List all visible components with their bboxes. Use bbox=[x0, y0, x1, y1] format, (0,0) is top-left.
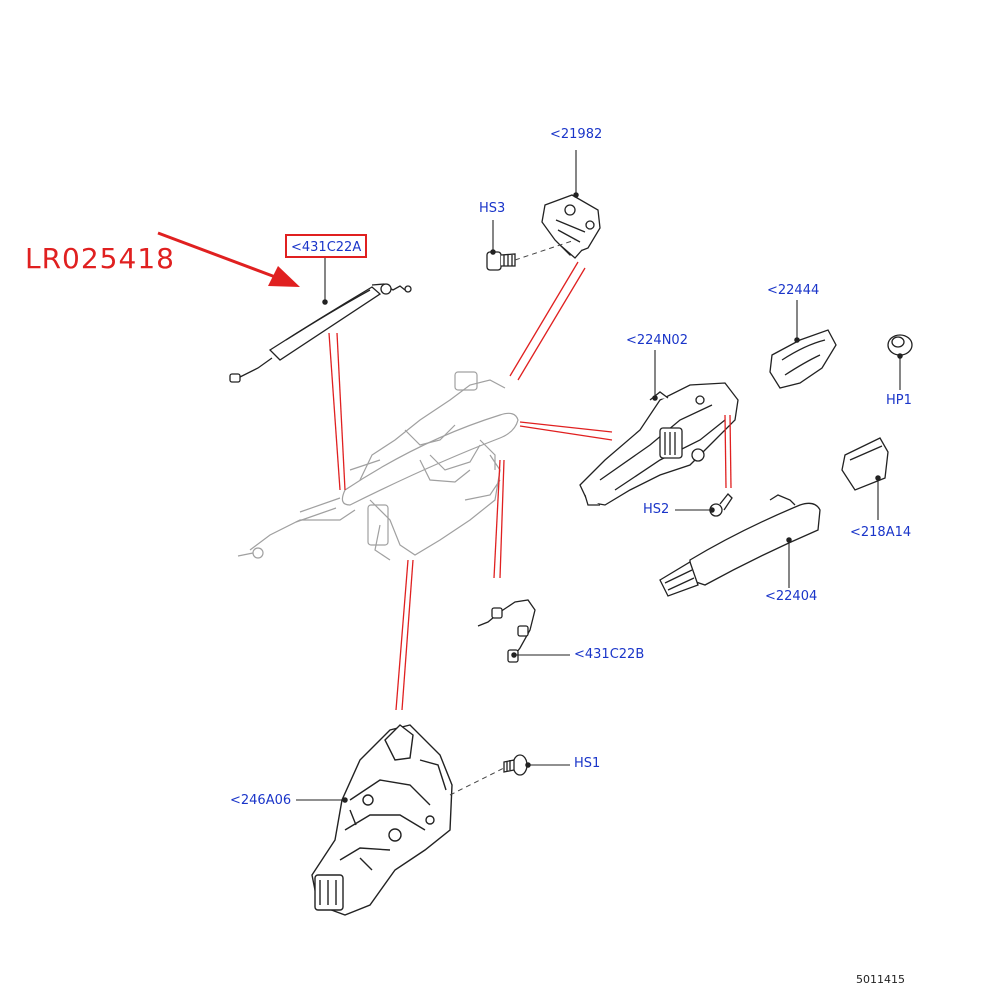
callout-hp1: HP1 bbox=[886, 393, 912, 408]
plug-hp1-drawing bbox=[887, 334, 913, 356]
latch-246a06-drawing bbox=[311, 724, 453, 916]
callout-hs1: HS1 bbox=[574, 756, 601, 771]
cable-431c22a-drawing bbox=[229, 283, 412, 383]
fastener-axis-lines bbox=[449, 239, 576, 796]
cap-218a14-drawing bbox=[841, 437, 889, 491]
callout-22404: <22404 bbox=[765, 589, 818, 604]
callout-218a14: <218A14 bbox=[850, 525, 912, 540]
outer-handle-22404-drawing bbox=[659, 494, 821, 597]
callout-hs2: HS2 bbox=[643, 502, 670, 517]
callout-21982: <21982 bbox=[550, 127, 603, 142]
drawing-reference-number: 5011415 bbox=[856, 973, 905, 986]
handle-frame-224n02-drawing bbox=[579, 382, 739, 506]
callout-22444: <22444 bbox=[767, 283, 820, 298]
callout-leaders bbox=[296, 150, 903, 803]
screw-hs1-drawing bbox=[503, 754, 528, 776]
callout-431c22a: <431C22A bbox=[291, 240, 362, 255]
highlight-arrow bbox=[157, 231, 300, 287]
ghost-handle-assembly bbox=[237, 371, 519, 561]
highlighted-part-number: LR025418 bbox=[25, 242, 175, 275]
red-leader-lines bbox=[328, 261, 732, 711]
bolt-hs3-drawing bbox=[486, 251, 516, 271]
bezel-22444-drawing bbox=[769, 329, 837, 389]
highlighted-callout-box: <431C22A bbox=[285, 234, 368, 258]
harness-431c22b-drawing bbox=[477, 599, 536, 663]
callout-431c22b: <431C22B bbox=[574, 647, 645, 662]
callout-246a06: <246A06 bbox=[230, 793, 292, 808]
striker-21982-drawing bbox=[541, 194, 601, 259]
screw-hs2-drawing bbox=[709, 493, 733, 517]
callout-224n02: <224N02 bbox=[626, 333, 688, 348]
callout-hs3: HS3 bbox=[479, 201, 506, 216]
